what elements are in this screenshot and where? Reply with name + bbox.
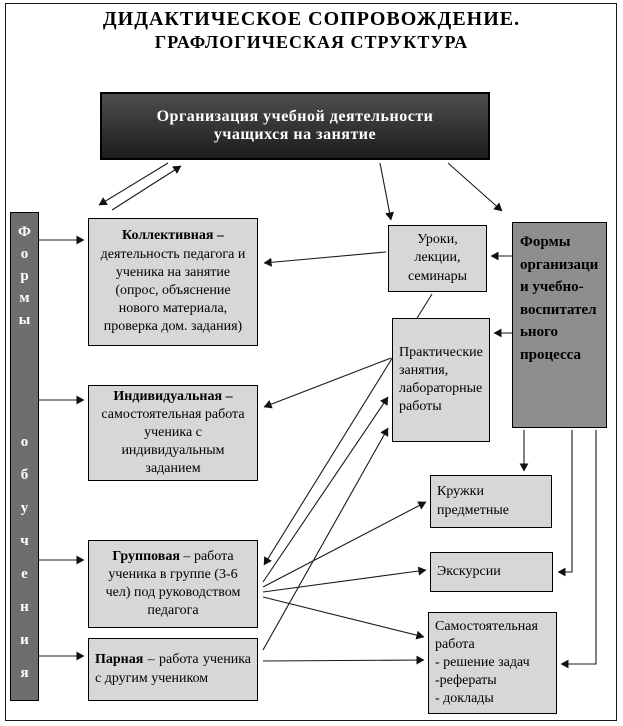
box-collective-form: Коллективная – деятельность педагога и у… [88, 218, 258, 346]
box-independent-work-text: Самостоятельная работа - решение задач -… [435, 618, 538, 707]
box-subject-clubs-text: Кружки предметные [437, 484, 509, 518]
box-individual-text: Индивидуальная – самостоятельная работа … [95, 388, 251, 479]
box-excursions: Экскурсии [430, 552, 553, 592]
box-group-title: Групповая [112, 548, 180, 564]
box-lessons-lectures-seminars: Уроки, лекции, семинары [388, 225, 487, 292]
page-title: ДИДАКТИЧЕСКОЕ СОПРОВОЖДЕНИЕ. ГРАФЛОГИЧЕС… [0, 8, 623, 53]
left-bar-word-formy: Ф о р м ы [18, 224, 31, 328]
title-line-1: ДИДАКТИЧЕСКОЕ СОПРОВОЖДЕНИЕ. [102, 8, 521, 30]
box-individual-body: самостоятельная работа ученика с индивид… [101, 406, 245, 477]
box-independent-work: Самостоятельная работа - решение задач -… [428, 612, 557, 714]
box-practical-text: Практические занятия, лабораторные работ… [399, 344, 483, 415]
box-organization-of-learning: Организация учебной деятельности учащихс… [100, 92, 490, 160]
box-pair-title: Парная [95, 652, 144, 668]
left-bar-forms-of-teaching: Ф о р м ы о б у ч е н и я [10, 212, 39, 701]
box-pair-text: Парная – работа ученика с другим ученико… [95, 651, 251, 687]
box-lessons-text: Уроки, лекции, семинары [407, 232, 468, 284]
right-bar-forms-of-educational-process: Формы организации учебно-воспитательного… [512, 222, 607, 428]
left-bar-word-obucheniya: о б у ч е н и я [20, 434, 29, 681]
title-line-2: ГРАФЛОГИЧЕСКАЯ СТРУКТУРА [154, 32, 469, 52]
box-practical-lab-works: Практические занятия, лабораторные работ… [392, 318, 490, 442]
box-subject-clubs: Кружки предметные [430, 475, 552, 528]
box-excursions-text: Экскурсии [437, 563, 501, 579]
box-group-form: Групповая – работа ученика в группе (3-6… [88, 540, 258, 628]
box-individual-title: Индивидуальная – [113, 388, 233, 404]
box-collective-title: Коллективная – [122, 228, 224, 244]
box-collective-body: деятельность педагога и ученика на занят… [100, 246, 246, 335]
box-group-text: Групповая – работа ученика в группе (3-6… [95, 548, 251, 621]
box-individual-form: Индивидуальная – самостоятельная работа … [88, 385, 258, 481]
box-collective-text: Коллективная – деятельность педагога и у… [95, 227, 251, 336]
box-pair-body: – работа ученика с другим учеником [95, 652, 252, 686]
box-pair-form: Парная – работа ученика с другим ученико… [88, 638, 258, 701]
box-group-body: – работа ученика в группе (3-6 чел) под … [105, 548, 241, 619]
